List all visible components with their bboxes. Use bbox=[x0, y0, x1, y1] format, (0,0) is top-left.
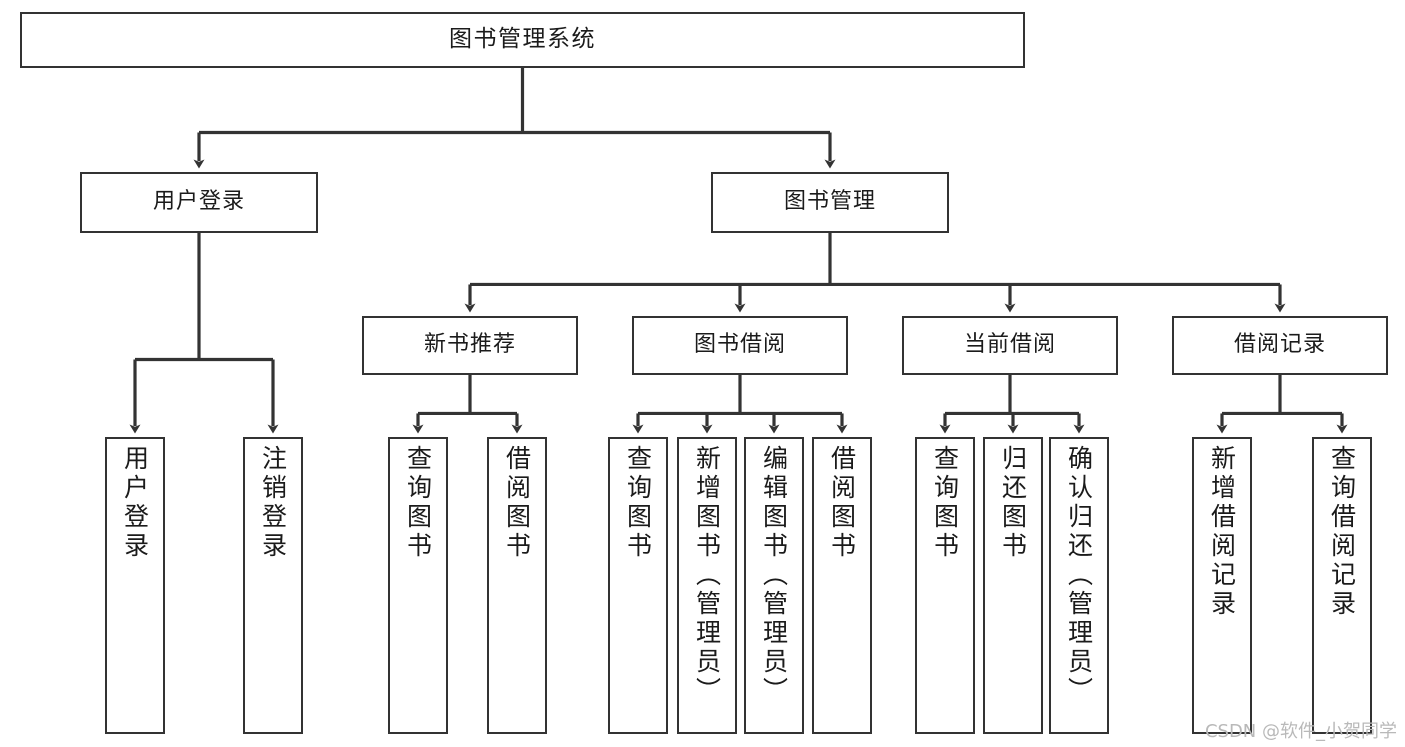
node-leaf-add-book[interactable]: 新增图书（管理员） bbox=[677, 437, 737, 734]
node-current-borrow[interactable]: 当前借阅 bbox=[902, 316, 1118, 375]
node-leaf-return-book-label: 归还图书 bbox=[998, 445, 1028, 561]
node-leaf-add-record[interactable]: 新增借阅记录 bbox=[1192, 437, 1252, 734]
node-leaf-return-book[interactable]: 归还图书 bbox=[983, 437, 1043, 734]
node-root-label: 图书管理系统 bbox=[449, 26, 596, 53]
node-borrow-record[interactable]: 借阅记录 bbox=[1172, 316, 1388, 375]
node-leaf-user-logout-label: 注销登录 bbox=[258, 445, 288, 561]
node-leaf-edit-book-label: 编辑图书（管理员） bbox=[759, 445, 789, 706]
node-leaf-user-logout[interactable]: 注销登录 bbox=[243, 437, 303, 734]
node-leaf-query-book-rec[interactable]: 查询图书 bbox=[388, 437, 448, 734]
node-leaf-borrow-book-bor-label: 借阅图书 bbox=[827, 445, 857, 561]
node-new-book-recommend[interactable]: 新书推荐 bbox=[362, 316, 578, 375]
node-book-manage-label: 图书管理 bbox=[783, 189, 876, 215]
node-leaf-confirm-return-label: 确认归还（管理员） bbox=[1064, 445, 1094, 706]
node-leaf-query-record-label: 查询借阅记录 bbox=[1327, 445, 1357, 619]
node-leaf-query-book-cur[interactable]: 查询图书 bbox=[915, 437, 975, 734]
node-leaf-borrow-book-bor[interactable]: 借阅图书 bbox=[812, 437, 872, 734]
node-current-borrow-label: 当前借阅 bbox=[963, 332, 1056, 358]
node-new-book-recommend-label: 新书推荐 bbox=[423, 332, 516, 358]
node-leaf-borrow-book-rec-label: 借阅图书 bbox=[502, 445, 532, 561]
node-borrow-record-label: 借阅记录 bbox=[1233, 332, 1326, 358]
node-leaf-add-record-label: 新增借阅记录 bbox=[1207, 445, 1237, 619]
node-leaf-edit-book[interactable]: 编辑图书（管理员） bbox=[744, 437, 804, 734]
node-leaf-query-book-bor-label: 查询图书 bbox=[623, 445, 653, 561]
node-leaf-add-book-label: 新增图书（管理员） bbox=[692, 445, 722, 706]
node-leaf-query-book-rec-label: 查询图书 bbox=[403, 445, 433, 561]
node-leaf-query-book-cur-label: 查询图书 bbox=[930, 445, 960, 561]
node-leaf-borrow-book-rec[interactable]: 借阅图书 bbox=[487, 437, 547, 734]
node-book-manage[interactable]: 图书管理 bbox=[711, 172, 949, 233]
node-user-login[interactable]: 用户登录 bbox=[80, 172, 318, 233]
node-leaf-query-book-bor[interactable]: 查询图书 bbox=[608, 437, 668, 734]
node-leaf-user-login-label: 用户登录 bbox=[120, 445, 150, 561]
node-book-borrow-label: 图书借阅 bbox=[693, 332, 786, 358]
node-user-login-label: 用户登录 bbox=[152, 189, 245, 215]
node-leaf-user-login[interactable]: 用户登录 bbox=[105, 437, 165, 734]
node-root[interactable]: 图书管理系统 bbox=[20, 12, 1025, 68]
node-book-borrow[interactable]: 图书借阅 bbox=[632, 316, 848, 375]
node-leaf-confirm-return[interactable]: 确认归还（管理员） bbox=[1049, 437, 1109, 734]
node-leaf-query-record[interactable]: 查询借阅记录 bbox=[1312, 437, 1372, 734]
